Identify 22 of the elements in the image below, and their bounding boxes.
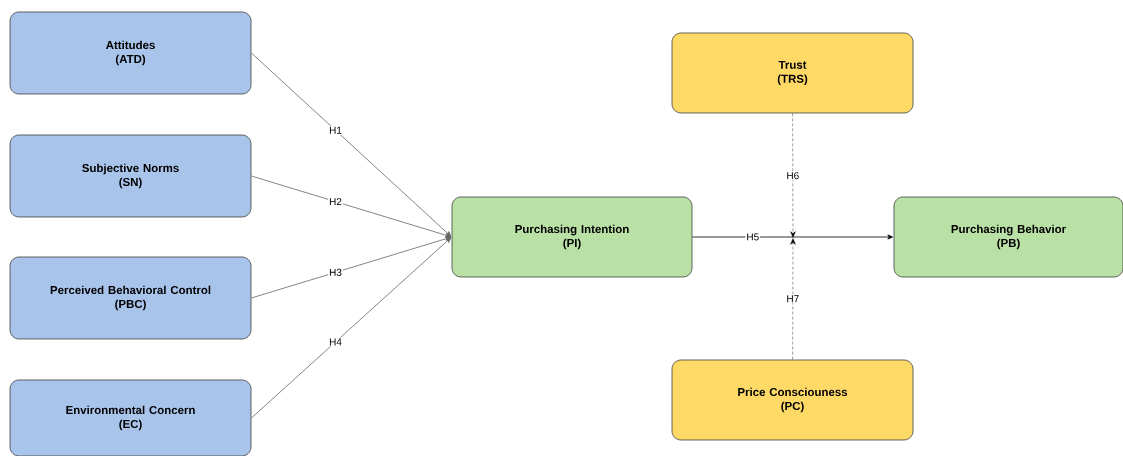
arrow (790, 113, 796, 238)
concept-box: Price Consciouness (PC) (671, 359, 914, 441)
concept-box: Environmental Concern (EC) (9, 379, 252, 456)
edge-label: H7 (785, 294, 801, 304)
edge-label: H3 (328, 267, 343, 277)
arrow (251, 237, 452, 419)
concept-box: Subjective Norms (SN) (9, 134, 252, 218)
edge-label: H2 (328, 197, 343, 207)
edge-label: H5 (745, 232, 761, 242)
edge-label: H1 (328, 125, 343, 135)
arrow (790, 238, 796, 360)
arrow (251, 175, 452, 238)
edge-label: H6 (785, 171, 801, 181)
arrow (692, 234, 893, 240)
concept-box: Attitudes (ATD) (9, 11, 252, 95)
concept-box: Perceived Behavioral Control (PBC) (9, 256, 252, 340)
arrow (251, 236, 452, 299)
arrow (251, 52, 452, 237)
concept-box: Trust (TRS) (671, 32, 914, 114)
concept-box: Purchasing Intention (PI) (451, 196, 693, 278)
edge-label: H4 (328, 337, 343, 347)
concept-box: Purchasing Behavior (PB) (893, 196, 1123, 278)
